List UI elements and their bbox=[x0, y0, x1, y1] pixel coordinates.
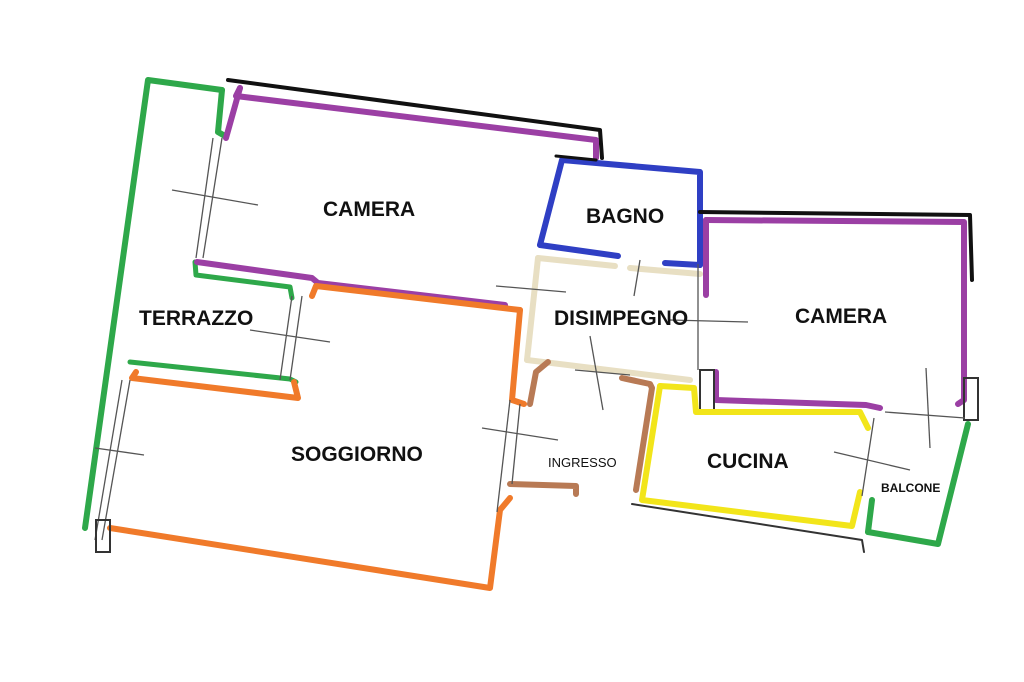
label-terrazzo: TERRAZZO bbox=[139, 307, 253, 330]
balcone-walls bbox=[865, 421, 971, 547]
label-disimpegno: DISIMPEGNO bbox=[554, 307, 688, 330]
label-camera-1: CAMERA bbox=[323, 198, 415, 221]
cucina-walls bbox=[631, 383, 911, 553]
label-bagno: BAGNO bbox=[586, 205, 664, 228]
camera-2-walls bbox=[669, 210, 979, 449]
label-cucina: CUCINA bbox=[707, 450, 789, 473]
camera-1-walls bbox=[171, 78, 604, 308]
label-camera-2: CAMERA bbox=[795, 305, 887, 328]
disimpegno-walls bbox=[495, 255, 703, 411]
label-balcone: BALCONE bbox=[881, 481, 940, 495]
label-soggiorno: SOGGIORNO bbox=[291, 443, 423, 466]
terrazzo-outline bbox=[82, 77, 299, 531]
bagno-walls bbox=[537, 154, 703, 268]
soggiorno-walls bbox=[94, 283, 559, 591]
label-ingresso: INGRESSO bbox=[548, 455, 617, 470]
ingresso-walls bbox=[507, 359, 655, 497]
